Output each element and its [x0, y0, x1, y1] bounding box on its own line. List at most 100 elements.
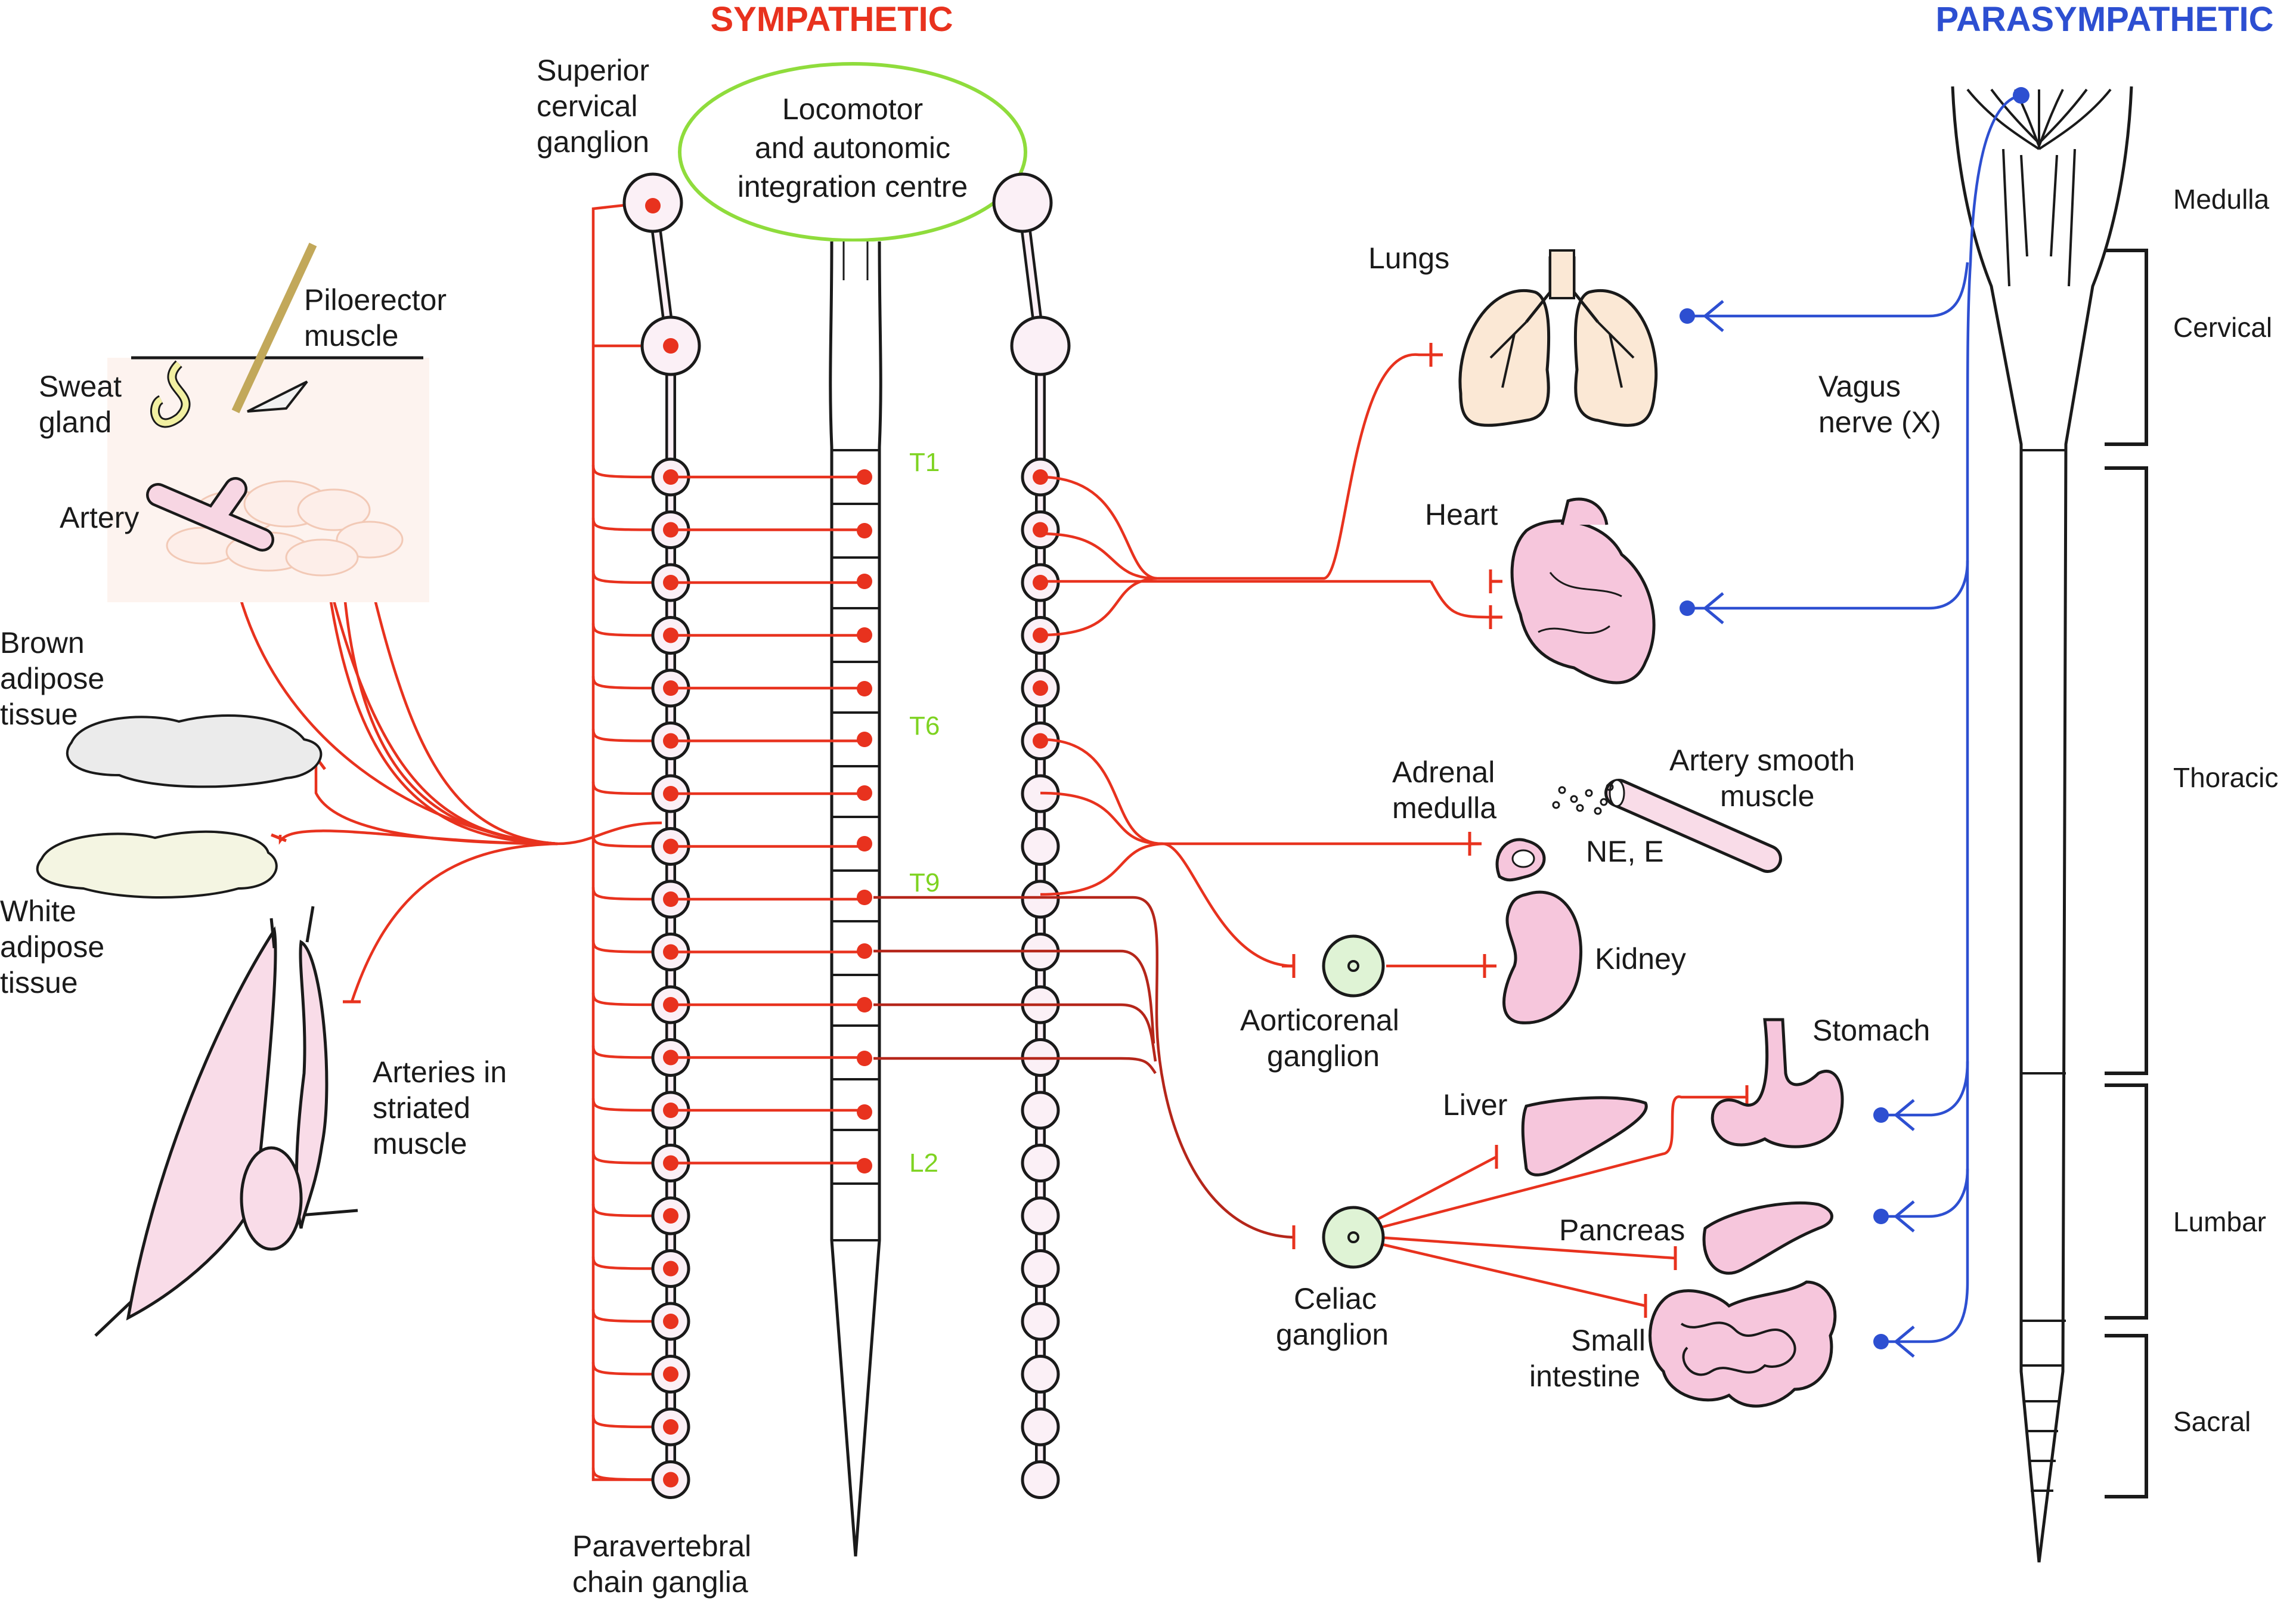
segment-label-thoracic: Thoracic [2173, 762, 2278, 793]
skin-panel [107, 356, 429, 602]
stomach-label: Stomach [1812, 1014, 1930, 1047]
aorticorenal-label-2: ganglion [1267, 1039, 1380, 1073]
adrenal-label-2: medulla [1392, 791, 1496, 825]
stomach-drawing [1711, 1018, 1844, 1148]
paravertebral-label-2: chain ganglia [572, 1565, 748, 1599]
superior-cervical-label-2: cervical [537, 89, 637, 123]
segment-brackets [2105, 249, 2148, 1498]
superior-cervical-label-1: Superior [537, 54, 649, 87]
artery-smooth-label-2: muscle [1720, 779, 1814, 813]
adrenal-drawing [1495, 838, 1546, 882]
artery-label: Artery [60, 501, 139, 534]
preganglionic-neuron-dot [857, 732, 872, 747]
sweat-gland-label-1: Sweat [39, 370, 122, 403]
centre-line-3: integration centre [738, 170, 968, 203]
chain-ganglion [1021, 827, 1060, 866]
ganglion-neuron-dot [645, 198, 661, 213]
arteries-striated-label-1: Arteries in [373, 1055, 507, 1089]
segment-label-sacral: Sacral [2173, 1406, 2251, 1437]
vagus-label-2: nerve (X) [1818, 405, 1941, 439]
preganglionic-neuron-dot [857, 836, 872, 851]
left-paravertebral-chain [591, 172, 865, 1499]
level-label-l2: L2 [909, 1148, 938, 1178]
preganglionic-neuron-dot [857, 890, 872, 905]
paravertebral-label-1: Paravertebral [572, 1529, 751, 1563]
artery-smooth-muscle-drawing [1552, 779, 1782, 873]
white-adipose-label-1: White [0, 894, 76, 928]
aorticorenal-label-1: Aorticorenal [1240, 1004, 1399, 1037]
piloerector-label-2: muscle [304, 319, 398, 352]
centre-line-1: Locomotor [782, 92, 923, 126]
piloerector-muscle-drawing [231, 243, 317, 413]
sweat-gland-label-2: gland [39, 405, 111, 439]
ganglion-neuron-dot [1033, 522, 1048, 538]
parasympathetic-heading: PARASYMPATHETIC [1935, 0, 2273, 39]
ganglion-neuron-dot [663, 338, 678, 354]
vagus-pathways [1687, 94, 2022, 1343]
chain-ganglion [1021, 1196, 1060, 1235]
adrenal-label-1: Adrenal [1392, 755, 1495, 789]
vagus-ganglia [1680, 87, 2029, 1349]
brown-adipose-label-3: tissue [0, 698, 78, 731]
ne-e-label: NE, E [1586, 835, 1664, 868]
chain-ganglion [1021, 1407, 1060, 1447]
integration-centre: Locomotor and autonomic integration cent… [678, 62, 1027, 242]
chain-ganglion [1021, 1249, 1060, 1288]
lungs-drawing [1458, 249, 1658, 427]
artery-smooth-label-1: Artery smooth [1669, 744, 1855, 777]
superior-cervical-ganglion [992, 172, 1053, 233]
brown-adipose-label-1: Brown [0, 626, 85, 659]
kidney-label: Kidney [1595, 942, 1686, 976]
sympathetic-right-pathways [873, 353, 1747, 1308]
arteries-striated-label-2: striated [373, 1091, 470, 1125]
kidney-drawing [1502, 890, 1582, 1024]
chain-ganglion [1021, 1091, 1060, 1130]
preganglionic-neuron-dot [857, 1158, 872, 1173]
small-intestine-label-2: intestine [1529, 1360, 1640, 1393]
segment-label-medulla: Medulla [2173, 184, 2270, 215]
celiac-label-1: Celiac [1294, 1282, 1377, 1315]
small-intestine-label-1: Small [1571, 1324, 1646, 1357]
chain-ganglion [1021, 1355, 1060, 1394]
celiac-label-2: ganglion [1276, 1318, 1389, 1351]
aorticorenal-ganglion [1322, 934, 1385, 998]
chain-ganglion [1021, 1302, 1060, 1341]
ganglion-neuron-dot [1033, 733, 1048, 749]
pancreas-label: Pancreas [1559, 1213, 1685, 1247]
middle-cervical-ganglion [1010, 315, 1071, 376]
level-label-t1: T1 [909, 448, 940, 477]
segment-label-cervical: Cervical [2173, 312, 2272, 343]
ganglion-neuron-dot [1033, 680, 1048, 696]
sympathetic-synapses [222, 343, 1749, 1318]
level-label-t6: T6 [909, 711, 940, 741]
parasympathetic-spinal-cord [1951, 86, 2133, 1563]
sweat-gland-drawing [150, 360, 191, 428]
chain-ganglion [1021, 1144, 1060, 1182]
celiac-ganglion [1322, 1206, 1385, 1269]
chain-collector-fiber [591, 201, 671, 1481]
lungs-label: Lungs [1368, 241, 1449, 275]
chain-ganglion [1021, 880, 1060, 919]
superior-cervical-label-3: ganglion [537, 125, 649, 159]
sympathetic-heading: SYMPATHETIC [710, 0, 953, 39]
vagus-synapses [1703, 300, 1915, 1358]
striated-muscle-drawing [94, 906, 358, 1337]
heart-drawing [1510, 497, 1656, 685]
ganglion-neuron-dot [663, 1261, 678, 1277]
chain-ganglion [1021, 1460, 1060, 1499]
liver-drawing [1521, 1096, 1648, 1176]
artery-drawing [146, 477, 274, 552]
segment-label-lumbar: Lumbar [2173, 1206, 2266, 1237]
ganglion-neuron-dot [663, 1419, 678, 1435]
ganglion-neuron-dot [663, 1208, 678, 1224]
pancreas-drawing [1702, 1201, 1833, 1275]
brown-adipose-drawing [66, 714, 323, 788]
small-intestine-drawing [1649, 1280, 1837, 1408]
heart-label: Heart [1425, 498, 1498, 531]
white-adipose-label-3: tissue [0, 966, 78, 999]
vagus-label-1: Vagus [1818, 370, 1901, 403]
ganglion-neuron-dot [663, 1366, 678, 1382]
right-paravertebral-chain [992, 172, 1071, 1499]
liver-label: Liver [1443, 1088, 1507, 1122]
